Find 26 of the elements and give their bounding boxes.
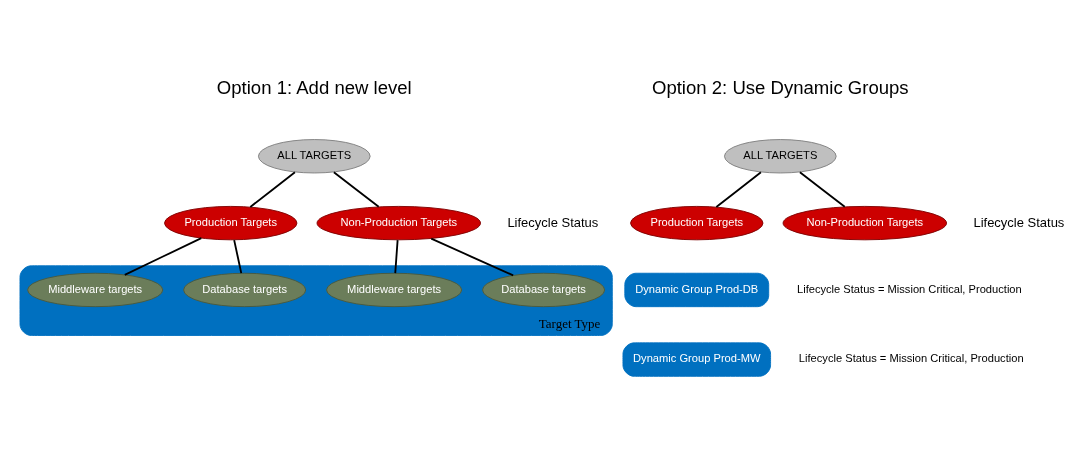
node-ellipse: Production Targets xyxy=(164,205,298,241)
node-ellipse: Non-Production Targets xyxy=(782,205,947,241)
node-ellipse: Middleware targets xyxy=(27,272,164,308)
label: Option 2: Use Dynamic Groups xyxy=(651,77,909,99)
label: Option 1: Add new level xyxy=(216,77,412,99)
connector xyxy=(430,237,515,277)
connector xyxy=(394,239,399,275)
label: Lifecycle Status xyxy=(973,214,1065,230)
node-box: Dynamic Group Prod-MW xyxy=(622,342,772,377)
connector xyxy=(123,237,203,276)
node-ellipse: Middleware targets xyxy=(326,272,463,308)
label: Lifecycle Status xyxy=(507,214,599,230)
node-ellipse: Database targets xyxy=(183,272,307,308)
node-ellipse: ALL TARGETS xyxy=(257,139,371,174)
node-ellipse: Production Targets xyxy=(630,205,764,241)
connector xyxy=(332,171,380,208)
connector xyxy=(249,171,296,208)
node-box: Dynamic Group Prod-DB xyxy=(624,272,770,308)
node-ellipse: Database targets xyxy=(482,272,606,308)
node-label: Lifecycle Status = Mission Critical, Production xyxy=(796,282,1022,295)
node-label: Lifecycle Status = Mission Critical, Production xyxy=(798,352,1024,365)
connector xyxy=(715,171,762,208)
connector xyxy=(233,239,243,275)
node-ellipse: ALL TARGETS xyxy=(724,139,837,174)
node-ellipse: Non-Production Targets xyxy=(316,205,481,241)
connector xyxy=(799,171,846,208)
